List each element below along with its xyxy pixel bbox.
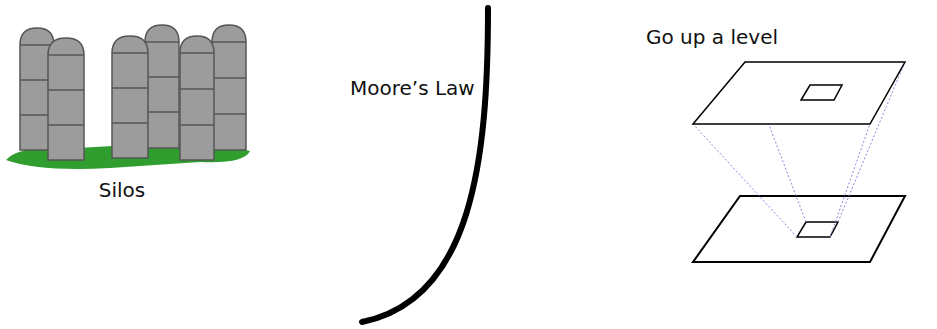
level-label: Go up a level: [646, 25, 778, 49]
lower-window: [797, 222, 838, 237]
silo: [145, 25, 179, 148]
upper-window: [801, 85, 842, 100]
zoom-lines: [693, 62, 905, 237]
moores-law-label: Moore’s Law: [350, 76, 475, 100]
moores-law-curve: [362, 8, 488, 322]
levels-picture: [693, 62, 905, 262]
silo: [180, 36, 214, 160]
upper-plane: [693, 62, 905, 124]
silos-label: Silos: [99, 178, 145, 202]
silos-picture: [6, 25, 250, 169]
silo: [112, 36, 148, 158]
silo: [48, 38, 84, 160]
lower-plane: [693, 196, 905, 262]
silo: [212, 25, 246, 150]
